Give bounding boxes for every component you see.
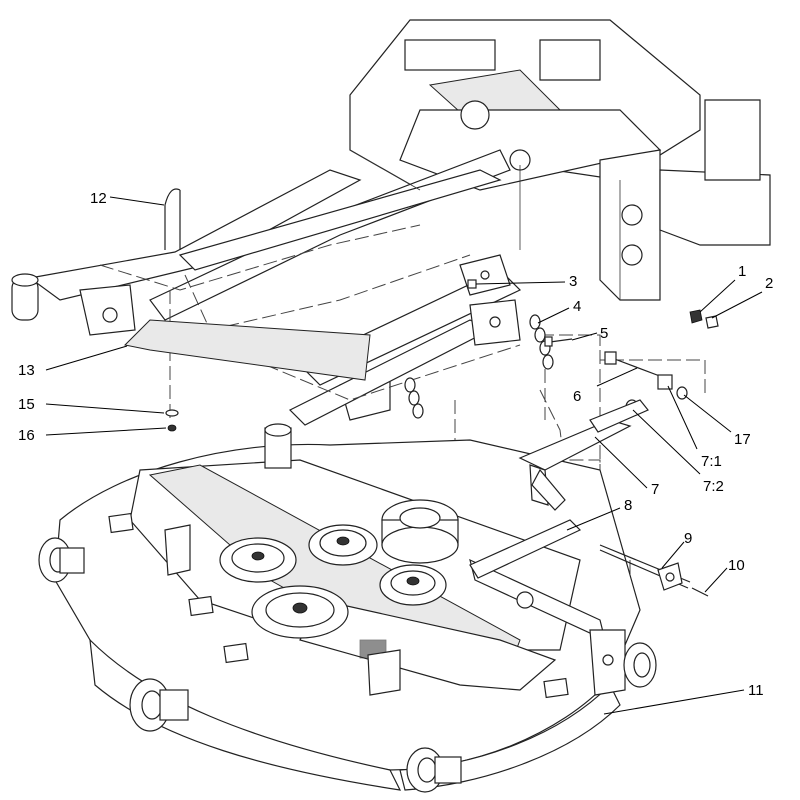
callout-7-1: 7:1 [701,453,722,470]
washer-15 [165,409,179,417]
bolt-6 [611,357,666,379]
caster-right [623,642,657,688]
callout-7-2: 7:2 [703,478,724,495]
callout-11: 11 [748,682,764,699]
mower-deck [38,439,657,793]
caster-front-center [406,747,462,793]
tube-8 [469,519,582,579]
bushing-7-1 [657,374,673,390]
bolt-3 [467,279,477,289]
plate-13 [123,319,371,381]
callout-8: 8 [624,497,632,514]
caster-front-left [129,678,189,732]
callout-16: 16 [18,427,35,444]
callout-7: 7 [651,481,659,498]
pulley-front [251,585,349,639]
caster-left [38,537,85,583]
callout-2: 2 [765,275,773,292]
small-parts [123,188,719,597]
chain-4 [529,314,554,370]
callout-15: 15 [18,396,35,413]
callout-12: 12 [90,190,107,207]
mower-frame [11,19,771,426]
lift-arm-7 [518,399,649,511]
callout-17: 17 [734,431,751,448]
bolt-5 [549,338,573,343]
rod-9 [599,544,691,591]
nut-16 [167,424,177,432]
nut-1 [689,309,703,324]
pulley-center [308,524,378,566]
callout-labels: 1 2 3 4 5 6 7 7:1 7:2 8 9 10 11 12 13 15… [18,190,773,699]
pulley-idler [381,499,459,564]
u-pin-12 [164,188,181,250]
callout-4: 4 [573,298,581,315]
washer-17 [676,386,688,400]
callout-5: 5 [600,325,608,342]
callout-6: 6 [573,388,581,405]
bolt-10 [691,587,709,597]
callout-3: 3 [569,273,577,290]
callout-1: 1 [738,263,746,280]
callout-9: 9 [684,530,692,547]
leader-lines [45,196,763,715]
washer-2 [705,315,719,329]
pulley-left [219,537,297,583]
callout-13: 13 [18,362,35,379]
pulley-right [379,564,447,606]
callout-10: 10 [728,557,745,574]
